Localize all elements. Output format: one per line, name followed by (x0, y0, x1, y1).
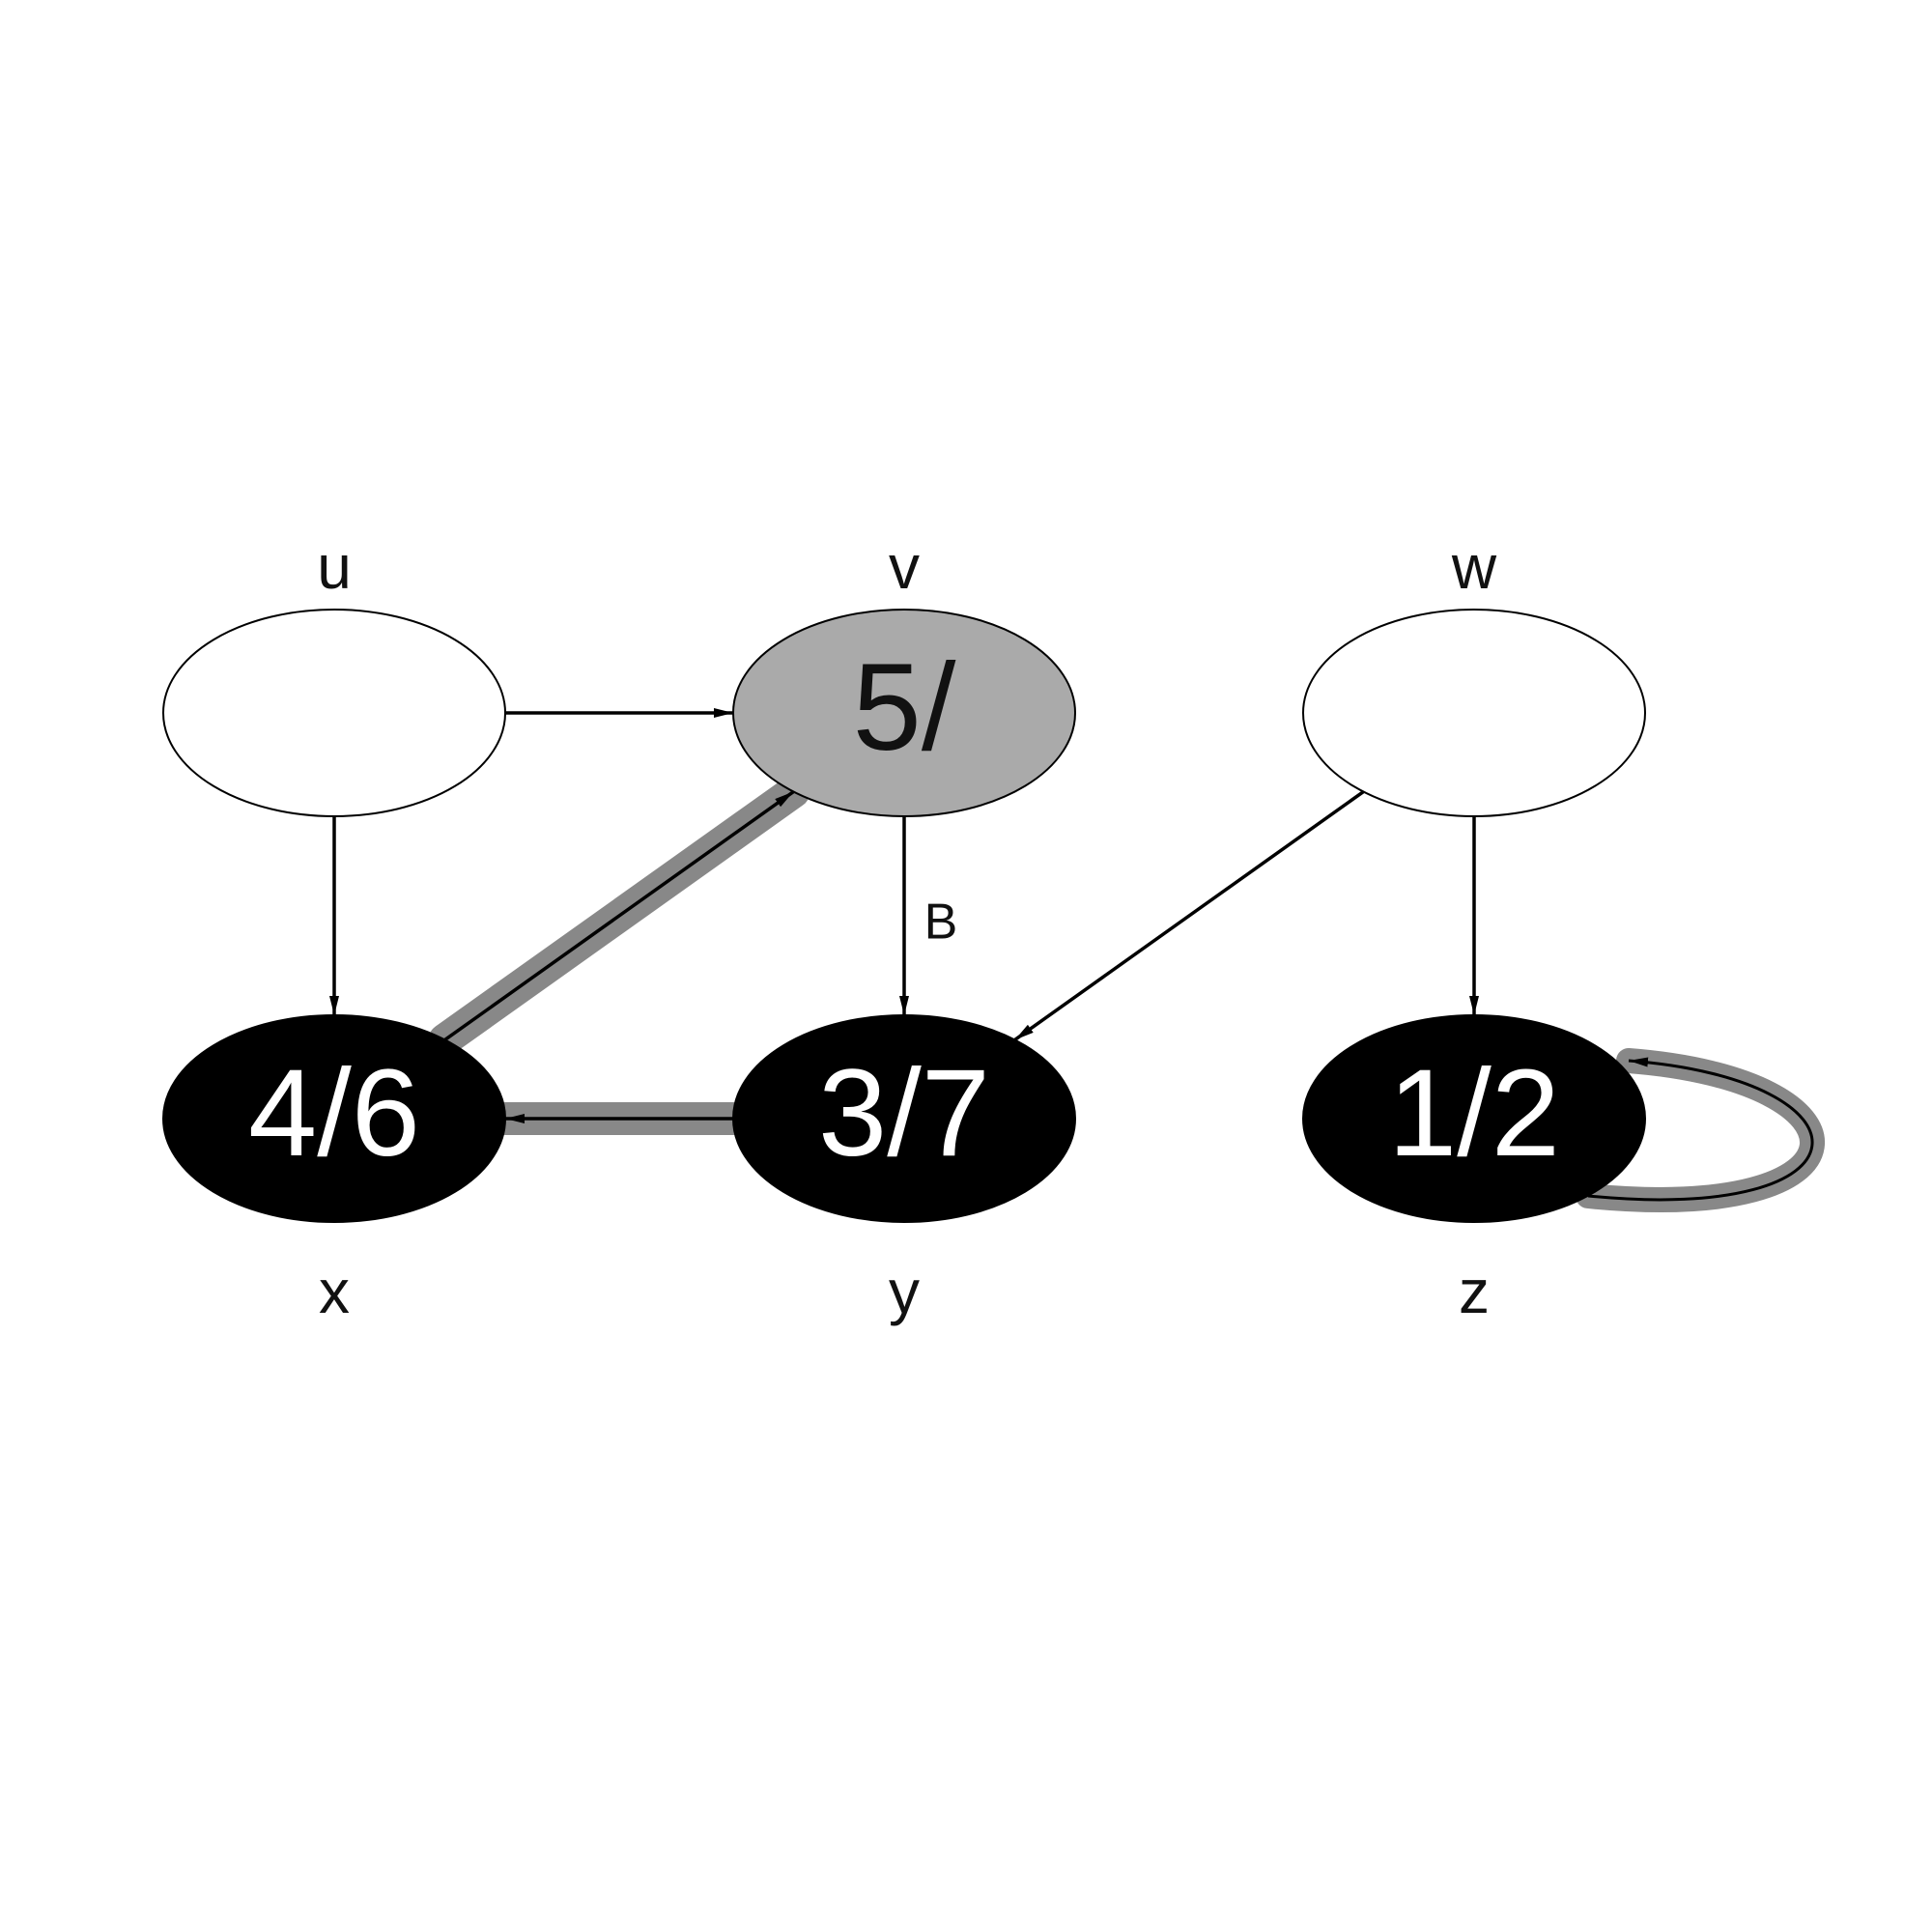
node-w (1302, 609, 1646, 817)
node-z-label: z (1459, 1257, 1490, 1326)
node-x-label: x (319, 1257, 350, 1326)
node-v-label: v (889, 532, 920, 602)
node-y (732, 1014, 1076, 1223)
node-y-times: 3/7 (818, 1044, 990, 1182)
edge-z-z (1587, 1057, 1814, 1202)
node-w-label: w (1451, 532, 1497, 602)
node-x-times: 4/6 (248, 1044, 420, 1182)
node-v (732, 609, 1076, 817)
node-u-label: u (317, 532, 352, 602)
node-z-times: 1/2 (1388, 1044, 1560, 1182)
node-u (162, 609, 506, 817)
vertex-labels: u v w x y z (317, 532, 1497, 1326)
edges: B (329, 708, 1814, 1202)
node-z (1302, 1014, 1646, 1223)
edge-x-v (443, 790, 795, 1041)
edge-w-y (1013, 790, 1365, 1041)
node-y-label: y (889, 1257, 920, 1326)
edge-v-y-label: B (924, 895, 958, 951)
node-x (162, 1014, 506, 1223)
node-v-times: 5/ (853, 639, 956, 777)
nodes: 5/4/6 3/7 1/2 (162, 609, 1646, 1223)
